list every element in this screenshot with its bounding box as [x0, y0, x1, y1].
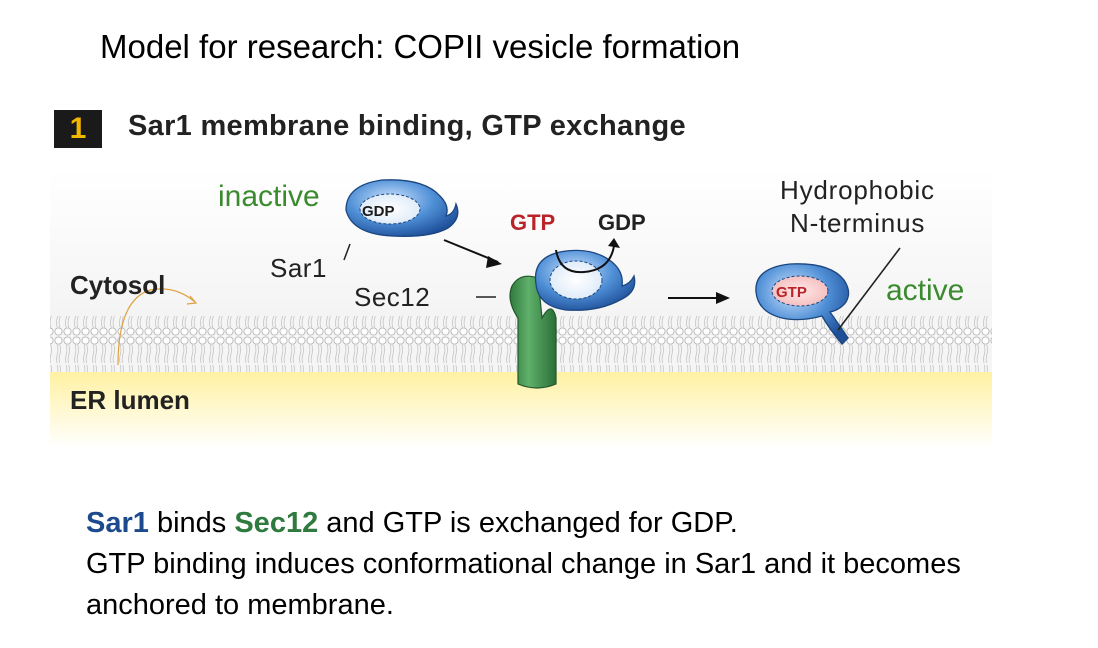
exchange-arrowhead-icon — [608, 238, 620, 248]
exchange-arrow-icon — [555, 245, 615, 274]
caption-sec12: Sec12 — [234, 507, 319, 539]
caption-binds: binds — [148, 507, 235, 539]
caption-text: Sar1 binds Sec12 and GTP is exchanged fo… — [86, 503, 1076, 626]
n-terminus-pointer-line — [837, 247, 901, 331]
caption-line2: GTP binding induces conformational chang… — [86, 548, 961, 621]
gdp-out-label: GDP — [598, 210, 646, 235]
gtp-bound-label: GTP — [776, 284, 807, 301]
slide-title: Model for research: COPII vesicle format… — [100, 28, 741, 65]
caption-sar1: Sar1 — [86, 507, 149, 539]
er-lumen-label: ER lumen — [70, 385, 190, 415]
sar1-gtp-protein — [755, 263, 850, 345]
gtp-in-label: GTP — [510, 210, 555, 235]
sar1-pointer-line — [343, 243, 351, 261]
squiggle-arrowhead-icon — [186, 295, 198, 305]
step-number-badge: 1 — [54, 110, 102, 148]
n-terminus-label: N-terminus — [790, 208, 925, 238]
sar1-gdp-protein — [345, 179, 459, 237]
activation-arrowhead-icon — [716, 292, 730, 304]
squiggle-arrow-icon — [117, 288, 196, 366]
gdp-bound-label: GDP — [362, 203, 395, 220]
sec12-protein — [509, 275, 557, 389]
hydrophobic-label: Hydrophobic — [780, 175, 935, 205]
step-title: Sar1 membrane binding, GTP exchange — [128, 110, 686, 142]
inactive-label: inactive — [218, 180, 320, 213]
binding-arrowhead-icon — [486, 256, 502, 268]
sar1-label: Sar1 — [270, 253, 327, 283]
cytosol-label: Cytosol — [70, 270, 165, 300]
caption-rest-line1: and GTP is exchanged for GDP. — [318, 507, 738, 539]
sar1-sec12-complex-protein — [534, 249, 636, 311]
sec12-label: Sec12 — [354, 282, 430, 312]
active-label: active — [886, 274, 964, 307]
